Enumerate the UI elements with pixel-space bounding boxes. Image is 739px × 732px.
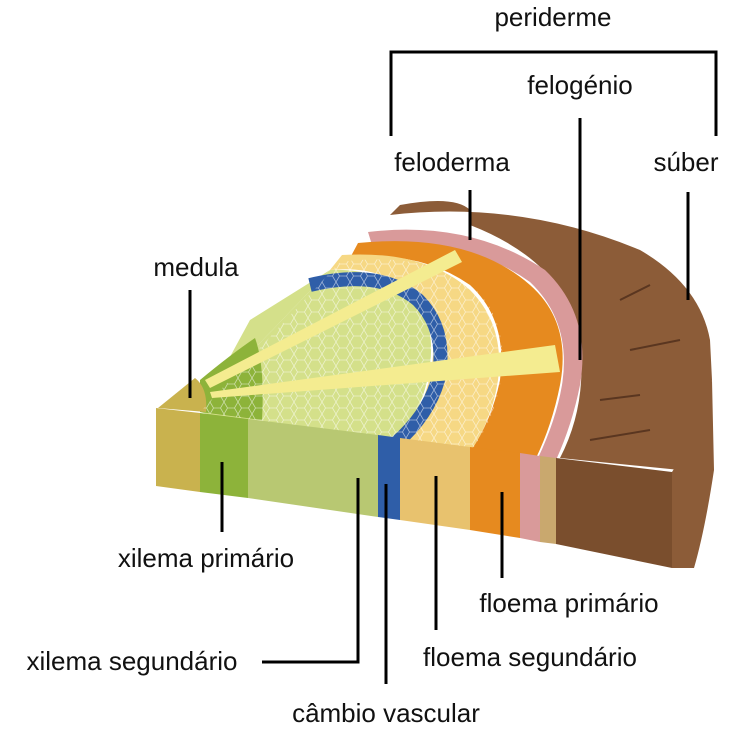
label-suber: súber [653,147,718,177]
cambio-vascular-front [378,435,400,520]
wedge-top-face [158,201,712,470]
label-cambio-vascular: câmbio vascular [292,698,480,728]
label-xilema-secundario: xilema segundário [26,646,237,676]
label-floema-secundario: floema segundário [423,642,637,672]
medula-top [158,378,207,412]
suber-front [556,458,672,568]
raio-1 [205,250,462,388]
labels: periderme felogénio feloderma súber medu… [26,2,718,728]
suber-side [672,380,714,568]
felogenio-front [540,456,556,544]
label-feloderma: feloderma [394,147,510,177]
label-medula: medula [153,252,239,282]
floema-primario-front [470,447,520,538]
xilema-secundario-line [262,478,360,664]
periderme-bracket [389,50,718,136]
raio-2 [210,345,560,398]
xilema-secundario-front [248,419,378,517]
feloderma-top [368,229,583,460]
label-periderme: periderme [494,2,611,32]
suber-top [390,201,712,470]
label-xilema-primario: xilema primário [118,543,294,573]
xilema-primario-front [200,413,248,498]
wedge-front-face [156,380,714,568]
floema-primario-top [350,241,563,458]
feloderma-front [520,453,540,542]
medula-front [156,408,200,492]
leader-lines [188,50,718,684]
label-felogenio: felogénio [527,70,633,100]
label-floema-primario: floema primário [479,588,658,618]
